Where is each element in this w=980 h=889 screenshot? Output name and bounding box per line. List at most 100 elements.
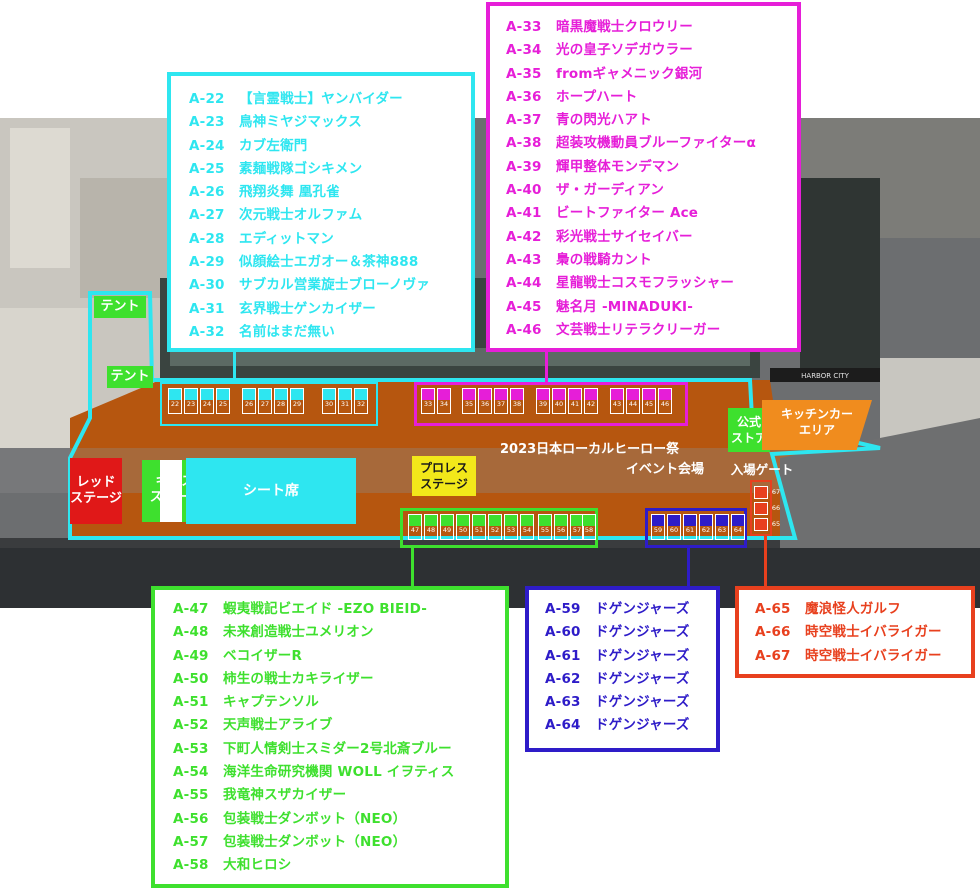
booth-46[interactable]: 46 [658, 388, 672, 414]
legend-entry-name: 玄界戦士ゲンカイザー [239, 300, 376, 317]
legend-entry: A-39 輝甲整体モンデマン [506, 156, 797, 179]
booth-47[interactable]: 47 [408, 514, 422, 540]
building-sign: HARBOR CITY [801, 372, 849, 380]
booth-number: 37 [496, 400, 506, 408]
booth-35[interactable]: 35 [462, 388, 476, 414]
legend-entry-id: A-39 [506, 158, 542, 175]
legend-entry-name: 下町人情剣士スミダー2号北斎ブルー [223, 740, 452, 757]
legend-entry-id: A-37 [506, 112, 542, 129]
legend-entry-id: A-34 [506, 42, 542, 59]
booth-67[interactable]: 67 [754, 486, 780, 499]
booth-65[interactable]: 65 [754, 518, 780, 531]
booth-number: 52 [490, 526, 500, 534]
booth-number: 39 [538, 400, 548, 408]
booth-36[interactable]: 36 [478, 388, 492, 414]
booth-62[interactable]: 62 [699, 514, 713, 540]
legend-entry-name: ドゲンジャーズ [595, 601, 690, 617]
booth-66[interactable]: 66 [754, 502, 780, 515]
booth-23[interactable]: 23 [184, 388, 198, 414]
booth-63[interactable]: 63 [715, 514, 729, 540]
legend-entry-name: 天声戦士アライブ [223, 717, 333, 734]
booth-27[interactable]: 27 [258, 388, 272, 414]
booth-38[interactable]: 38 [510, 388, 524, 414]
connector-green [411, 548, 414, 588]
booth-45[interactable]: 45 [642, 388, 656, 414]
booth-51[interactable]: 51 [472, 514, 486, 540]
booth-22[interactable]: 22 [168, 388, 182, 414]
legend-entry-name: 飛翔炎舞 凰孔雀 [239, 184, 340, 201]
booth-37[interactable]: 37 [494, 388, 508, 414]
legend-entry-id: A-65 [755, 601, 791, 617]
booth-54[interactable]: 54 [520, 514, 534, 540]
booth-number: 44 [628, 400, 638, 408]
legend-entry-name: 我竜神スザカイザー [223, 787, 347, 804]
legend-entry-name: 彩光戦士サイセイバー [556, 228, 693, 245]
booth-57[interactable]: 57 [570, 514, 584, 540]
booth-marker [201, 389, 213, 400]
legend-entry-name: 輝甲整体モンデマン [556, 158, 680, 175]
booth-number: 24 [202, 400, 212, 408]
booth-number: 30 [324, 400, 334, 408]
booth-39[interactable]: 39 [536, 388, 550, 414]
booth-53[interactable]: 53 [504, 514, 518, 540]
legend-entry-id: A-62 [545, 670, 581, 687]
booth-32[interactable]: 32 [354, 388, 368, 414]
booth-number: 35 [464, 400, 474, 408]
booth-29[interactable]: 29 [290, 388, 304, 414]
booth-41[interactable]: 41 [568, 388, 582, 414]
booth-58[interactable]: 58 [582, 514, 596, 540]
booth-55[interactable]: 55 [538, 514, 552, 540]
legend-entry-name: 名前はまだ無い [239, 323, 335, 340]
legend-entry-id: A-55 [173, 787, 209, 804]
booth-number: 48 [426, 526, 436, 534]
booth-42[interactable]: 42 [584, 388, 598, 414]
booth-61[interactable]: 61 [683, 514, 697, 540]
booth-43[interactable]: 43 [610, 388, 624, 414]
booth-34[interactable]: 34 [437, 388, 451, 414]
booth-50[interactable]: 50 [456, 514, 470, 540]
booth-marker [217, 389, 229, 400]
legend-entry-id: A-45 [506, 298, 542, 315]
connector-red [764, 536, 767, 588]
legend-entry-id: A-54 [173, 764, 209, 781]
booth-48[interactable]: 48 [424, 514, 438, 540]
booth-26[interactable]: 26 [242, 388, 256, 414]
booth-number: 58 [584, 526, 594, 534]
booth-number: 55 [540, 526, 550, 534]
booth-60[interactable]: 60 [667, 514, 681, 540]
booth-marker [553, 389, 565, 400]
booth-24[interactable]: 24 [200, 388, 214, 414]
booth-59[interactable]: 59 [651, 514, 665, 540]
booth-40[interactable]: 40 [552, 388, 566, 414]
legend-entry-name: サブカル営業旋士ブローノヴァ [239, 277, 430, 294]
legend-entry-id: A-27 [189, 207, 225, 224]
seat-area: シート席 [186, 458, 356, 524]
booth-31[interactable]: 31 [338, 388, 352, 414]
red-stage: レッド ステージ [70, 458, 122, 524]
booth-49[interactable]: 49 [440, 514, 454, 540]
booth-44[interactable]: 44 [626, 388, 640, 414]
booth-25[interactable]: 25 [216, 388, 230, 414]
booth-number: 54 [522, 526, 532, 534]
booth-marker [755, 503, 767, 514]
booth-number: 43 [612, 400, 622, 408]
booth-52[interactable]: 52 [488, 514, 502, 540]
booth-33[interactable]: 33 [421, 388, 435, 414]
tent-label-2: テント [107, 366, 153, 388]
booth-56[interactable]: 56 [554, 514, 568, 540]
booth-30[interactable]: 30 [322, 388, 336, 414]
booth-64[interactable]: 64 [731, 514, 745, 540]
booth-28[interactable]: 28 [274, 388, 288, 414]
